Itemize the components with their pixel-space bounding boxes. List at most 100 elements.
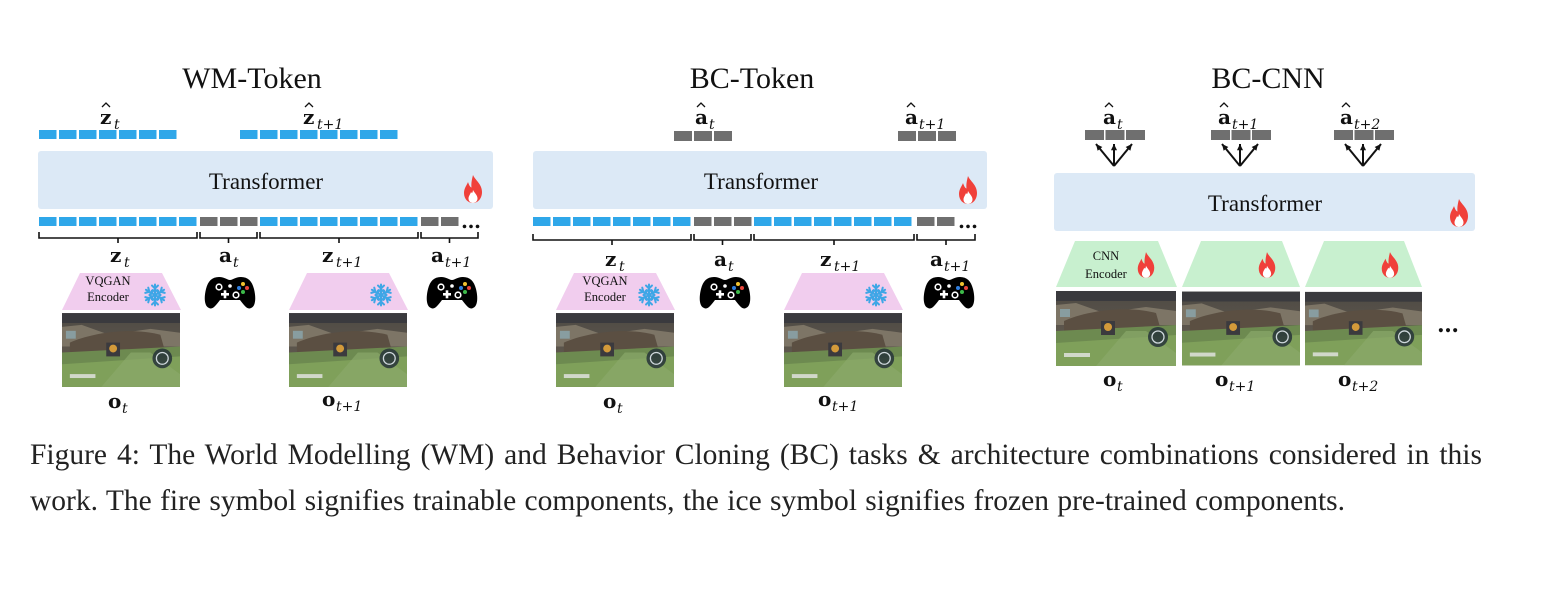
cnn-encoder-t1 — [1182, 241, 1300, 287]
a-token — [441, 217, 459, 226]
z-hat-token — [159, 130, 177, 139]
vqgan-encoder-wm-t — [62, 273, 181, 310]
z-token — [754, 217, 772, 226]
svg-text:t+1: t+1 — [445, 255, 471, 271]
svg-text:a: a — [1218, 105, 1231, 129]
token-bracket — [199, 232, 258, 243]
arrow-head — [1222, 144, 1229, 151]
token-bracket — [532, 234, 692, 245]
a-token — [421, 217, 439, 226]
svg-text:t+1: t+1 — [1232, 117, 1258, 133]
token-bracket — [420, 232, 479, 243]
encoder-label: Encoder — [584, 290, 626, 304]
svg-text:a: a — [930, 247, 943, 271]
transformer-block-bc-cnn — [1054, 173, 1475, 231]
svg-text:t+1: t+1 — [1229, 379, 1255, 395]
z-token — [59, 217, 77, 226]
svg-text:t+1: t+1 — [944, 259, 970, 275]
a-hat-token — [714, 131, 732, 141]
game-frame — [784, 313, 902, 387]
z-hat-token — [79, 130, 97, 139]
z-token — [159, 217, 177, 226]
token-brackets — [38, 232, 976, 245]
a-hat-token — [1334, 130, 1353, 140]
architecture-diagram: WM-Token BC-Token BC-CNN Transformer Tra… — [38, 62, 1475, 417]
ellipsis: … — [958, 209, 978, 233]
svg-text:t: t — [617, 401, 623, 417]
obs-label-o-t1-wm: o t+1 — [322, 387, 362, 415]
svg-text:t+1: t+1 — [336, 399, 362, 415]
svg-text:z: z — [322, 243, 333, 267]
z-token — [653, 217, 671, 226]
z-token — [854, 217, 872, 226]
z-token — [39, 217, 57, 226]
panel-title-bc-token: BC-Token — [690, 62, 815, 95]
z-token — [874, 217, 892, 226]
obs-label-o-t1-bc: o t+1 — [818, 387, 858, 415]
input-label-a-t-wm: a t — [219, 243, 239, 271]
a-hat-token — [1354, 130, 1374, 140]
token-bracket — [753, 234, 915, 245]
encoder-label: Encoder — [1085, 267, 1127, 281]
z-token — [280, 217, 298, 226]
z-hat-token — [380, 130, 398, 139]
z-token — [300, 217, 318, 226]
encoder-label: VQGAN — [582, 274, 627, 288]
z-hat-token — [360, 130, 378, 139]
gamepad-icon — [204, 277, 256, 309]
svg-text:t+2: t+2 — [1352, 379, 1378, 395]
a-token — [220, 217, 238, 226]
svg-text:z: z — [303, 105, 314, 129]
game-frame — [1182, 291, 1300, 366]
transformer-label-wm: Transformer — [209, 169, 323, 194]
z-token — [139, 217, 157, 226]
token-bracket — [259, 232, 419, 243]
input-label-a-t1-wm: a t+1 — [431, 243, 471, 271]
z-hat-token — [240, 130, 258, 139]
z-token — [360, 217, 378, 226]
a-hat-token — [1211, 130, 1230, 140]
panel-title-wm-token: WM-Token — [182, 62, 322, 95]
game-frame — [62, 313, 180, 387]
a-hat-token — [694, 131, 712, 141]
vqgan-encoder-wm-t1 — [289, 273, 408, 310]
input-label-z-t-bc: z t — [605, 247, 625, 275]
encoder-label: Encoder — [87, 290, 129, 304]
a-hat-token — [1085, 130, 1104, 140]
svg-text:z: z — [605, 247, 616, 271]
a-token — [240, 217, 258, 226]
z-token — [380, 217, 398, 226]
a-token — [917, 217, 935, 226]
cnn-encoder-t2 — [1305, 241, 1422, 287]
obs-label-o-t-bc: o t — [603, 389, 623, 417]
arrow-head — [1125, 144, 1132, 151]
output-label-cnn-a-t: a t — [1103, 102, 1123, 133]
figure-caption: Figure 4: The World Modelling (WM) and B… — [30, 439, 1482, 517]
vqgan-encoder-bc-t1 — [784, 273, 903, 310]
svg-text:t: t — [114, 117, 120, 133]
z-token — [320, 217, 338, 226]
arrow-head — [1110, 144, 1118, 151]
ellipsis: … — [461, 209, 481, 233]
z-token — [260, 217, 278, 226]
svg-text:t: t — [124, 255, 130, 271]
input-label-a-t1-bc: a t+1 — [930, 247, 970, 275]
game-frame — [1056, 291, 1176, 366]
arrow-head — [1374, 144, 1381, 151]
a-token — [937, 217, 955, 226]
output-label-z-t: z t — [100, 102, 120, 133]
svg-text:o: o — [108, 389, 121, 413]
arrow-head — [1096, 144, 1103, 151]
arrow-head — [1359, 144, 1367, 151]
z-hat-token — [340, 130, 358, 139]
a-hat-token — [674, 131, 692, 141]
a-hat-token — [898, 131, 916, 141]
svg-text:a: a — [431, 243, 444, 267]
a-token — [734, 217, 752, 226]
svg-text:t+1: t+1 — [336, 255, 362, 271]
game-frame — [289, 313, 407, 387]
a-hat-token — [1375, 130, 1394, 140]
obs-label-o-t1-cnn: o t+1 — [1215, 367, 1255, 395]
encoder-label: CNN — [1093, 249, 1119, 263]
arrow-head — [1236, 144, 1244, 151]
